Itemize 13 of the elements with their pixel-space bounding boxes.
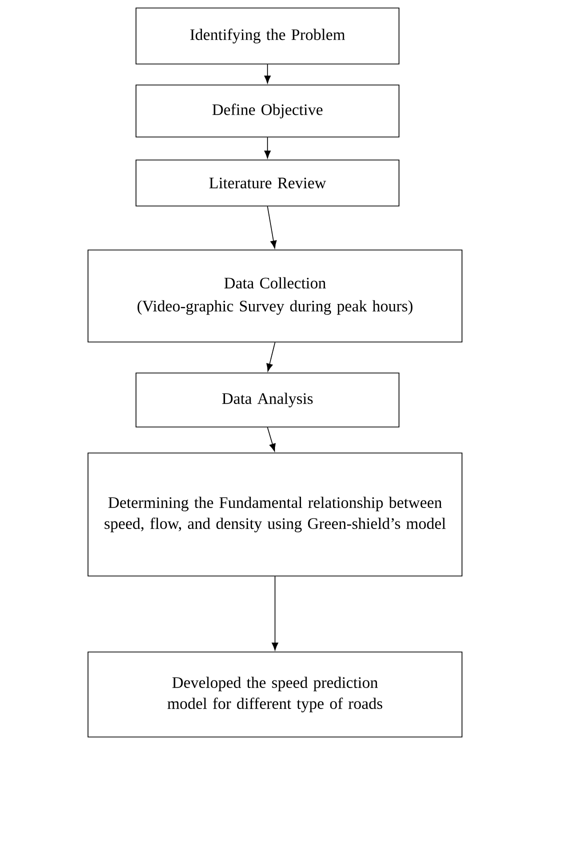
process-box: Data Collection (Video-graphic Survey during peak hours) xyxy=(88,250,462,342)
arrow xyxy=(266,342,276,372)
arrow xyxy=(267,427,276,452)
arrow xyxy=(267,206,277,248)
process-box: Developed the speed prediction model for different type of roads xyxy=(88,652,462,738)
process-box: Define Objective xyxy=(136,84,400,138)
process-box: Determining the Fundamental relationship between speed, flow, and density using Green-shield’s model xyxy=(88,452,462,576)
arrow xyxy=(272,576,278,650)
process-box: Literature Review xyxy=(136,160,400,206)
arrow xyxy=(264,64,271,84)
process-box: Identifying the Problem xyxy=(136,8,400,64)
process-box: Data Analysis xyxy=(136,372,400,428)
arrow xyxy=(264,137,271,158)
